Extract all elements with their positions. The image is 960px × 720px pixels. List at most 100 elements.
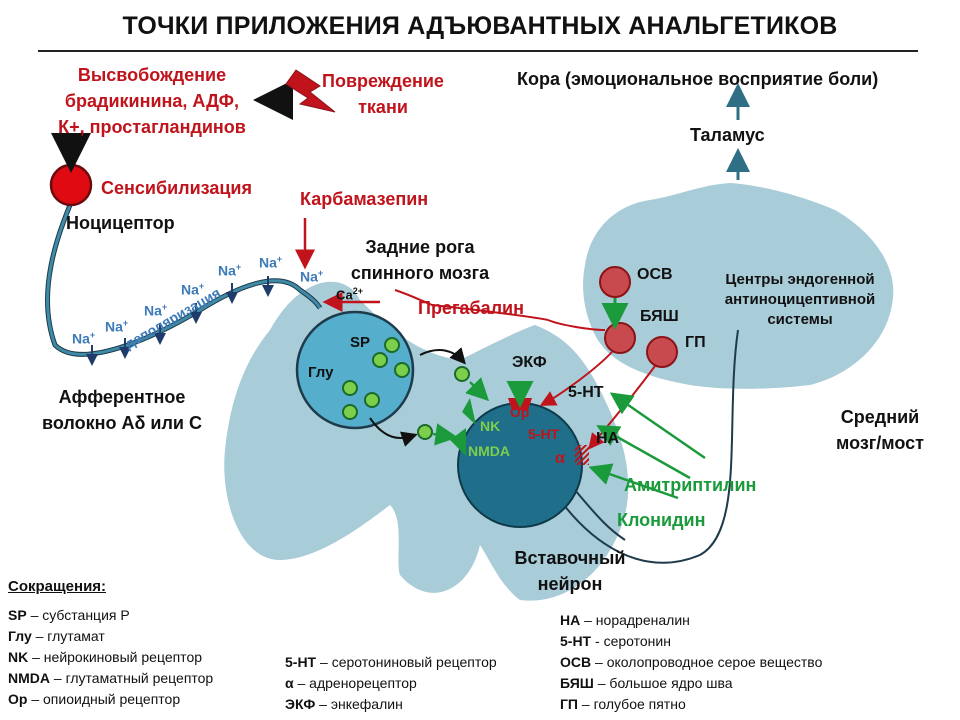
abbr-text: – адренорецептор — [293, 675, 417, 691]
abbr-key: 5-НТ — [560, 633, 592, 649]
byash-label: БЯШ — [640, 308, 679, 325]
abbr-text: – опиоидный рецептор — [27, 691, 181, 707]
nk-receptor-label: NK — [480, 418, 501, 434]
abbr-item: Глу – глутамат — [8, 626, 288, 647]
amitriptyline-label: Амитриптилин — [624, 475, 757, 495]
sodium-ion-charge: + — [122, 318, 129, 328]
abbr-item: NMDA – глутаматный рецептор — [8, 668, 288, 689]
abbr-key: Глу — [8, 628, 32, 644]
dorsal-horns-line-2: спинного мозга — [350, 263, 490, 283]
abbr-item: SP – субстанция Р — [8, 605, 288, 626]
presynaptic-terminal — [295, 310, 415, 430]
sodium-ion-label: Na+ — [105, 318, 128, 335]
serotonin-top-label: 5-НТ — [568, 384, 604, 401]
interneuron-label: Вставочный нейрон — [500, 545, 640, 597]
sodium-ion-charge: + — [89, 330, 96, 340]
opioid-receptor-label: Ор — [510, 404, 530, 420]
abbr-item: ОСВ – околопроводное серое вещество — [560, 652, 940, 673]
abbr-key: Ор — [8, 691, 28, 707]
sodium-ion-symbol: Na — [144, 302, 162, 319]
calcium-charge: 2+ — [352, 286, 364, 296]
title-divider — [38, 50, 918, 52]
pregabalin-label: Прегабалин — [418, 298, 524, 318]
abbr-text: – норадреналин — [580, 612, 690, 628]
sodium-ion-charge: + — [161, 302, 168, 312]
clonidine-label: Клонидин — [617, 510, 706, 530]
abbr-text: – глутамат — [31, 628, 105, 644]
release-label: Высвобождение брадикинина, АДФ, К+, прос… — [42, 62, 262, 140]
abbr-item: α – адренорецептор — [285, 673, 555, 694]
sodium-ion-symbol: Na — [218, 262, 236, 279]
abbr-text: – субстанция Р — [26, 607, 130, 623]
abbr-key: ГП — [560, 696, 578, 712]
sodium-ion-label: Na+ — [181, 281, 204, 298]
abbr-key: SP — [8, 607, 27, 623]
abbr-key: NMDA — [8, 670, 50, 686]
sodium-ion-label: Na+ — [259, 254, 282, 271]
sensitization-label: Сенсибилизация — [101, 178, 252, 198]
abbr-item: ГП – голубое пятно — [560, 694, 940, 715]
cortex-label: Кора (эмоциональное восприятие боли) — [517, 69, 879, 89]
calcium-label: Са2+ — [336, 286, 363, 302]
midbrain-line-2: мозг/мост — [836, 433, 924, 453]
enkephalin-label: ЭКФ — [512, 354, 547, 371]
sodium-ion-label: Na+ — [144, 302, 167, 319]
sodium-ion-symbol: Na — [300, 268, 318, 285]
substance-p-label: SP — [350, 334, 371, 351]
nucleus-gp — [646, 336, 678, 368]
dorsal-horns-line-1: Задние рога — [365, 237, 475, 257]
lightning-icon — [285, 69, 336, 113]
serotonin-receptor-label: 5-НТ — [528, 426, 560, 442]
abbreviations-col-2: 5-НТ – серотониновый рецептор α – адрено… — [285, 652, 555, 715]
sodium-ion-charge: + — [235, 262, 242, 272]
nociceptor-body — [49, 163, 93, 207]
abbr-text: – глутаматный рецептор — [50, 670, 214, 686]
sodium-ion-symbol: Na — [105, 318, 123, 335]
osv-label: ОСВ — [637, 266, 673, 283]
abbr-key: NK — [8, 649, 29, 665]
sodium-ion-charge: + — [317, 268, 324, 278]
midbrain-line-1: Средний — [840, 407, 920, 427]
centers-line-2: антиноцицептивной — [724, 291, 876, 308]
abbr-key: α — [285, 675, 294, 691]
antinociceptive-centers-label: Центры эндогенной антиноцицептивной сист… — [700, 270, 900, 330]
abbr-item: ЭКФ – энкефалин — [285, 694, 555, 715]
abbr-text: - серотонин — [591, 633, 671, 649]
afferent-fiber-label: Афферентное волокно Аδ или С — [22, 384, 222, 436]
interneuron-line-1: Вставочный — [514, 548, 626, 568]
sodium-ion-label: Na+ — [218, 262, 241, 279]
abbr-item: 5-НТ – серотониновый рецептор — [285, 652, 555, 673]
release-line-1: Высвобождение — [77, 65, 227, 85]
thalamus-label: Таламус — [690, 125, 765, 145]
abbr-key: БЯШ — [560, 675, 594, 691]
abbreviations-col-1: SP – субстанция Р Глу – глутамат NK – не… — [8, 605, 288, 710]
nucleus-osv — [599, 266, 631, 298]
sodium-ion-symbol: Na — [259, 254, 277, 271]
abbr-text: – большое ядро шва — [593, 675, 733, 691]
sodium-ion-label: Na+ — [72, 330, 95, 347]
abbreviations-heading: Сокращения: — [8, 578, 107, 595]
abbr-key: НА — [560, 612, 581, 628]
abbr-item: НА – норадреналин — [560, 610, 940, 631]
alpha-receptor-label: α — [555, 450, 565, 467]
sodium-ion-charge: + — [276, 254, 283, 264]
dorsal-horns-label: Задние рога спинного мозга — [330, 234, 510, 286]
nociceptor-label: Ноцицептор — [66, 213, 175, 233]
sodium-ion-label: Na+ — [300, 268, 323, 285]
glutamate-label: Глу — [308, 364, 334, 381]
descending-fiber — [559, 329, 739, 564]
sodium-ion-charge: + — [198, 281, 205, 291]
noradrenaline-label: НА — [596, 430, 620, 447]
abbr-key: ОСВ — [560, 654, 592, 670]
calcium-symbol: Са — [336, 287, 353, 303]
abbr-item: NK – нейрокиновый рецептор — [8, 647, 288, 668]
midbrain-label: Средний мозг/мост — [810, 404, 950, 456]
interneuron-line-2: нейрон — [537, 574, 603, 594]
release-line-2: брадикинина, АДФ, — [64, 91, 240, 111]
tissue-damage-label: Повреждение ткани — [318, 68, 448, 120]
abbr-item: 5-НТ - серотонин — [560, 631, 940, 652]
release-line-3: К+, простагландинов — [58, 117, 246, 137]
centers-line-3: системы — [767, 311, 833, 328]
afferent-line-1: Афферентное — [58, 387, 186, 407]
